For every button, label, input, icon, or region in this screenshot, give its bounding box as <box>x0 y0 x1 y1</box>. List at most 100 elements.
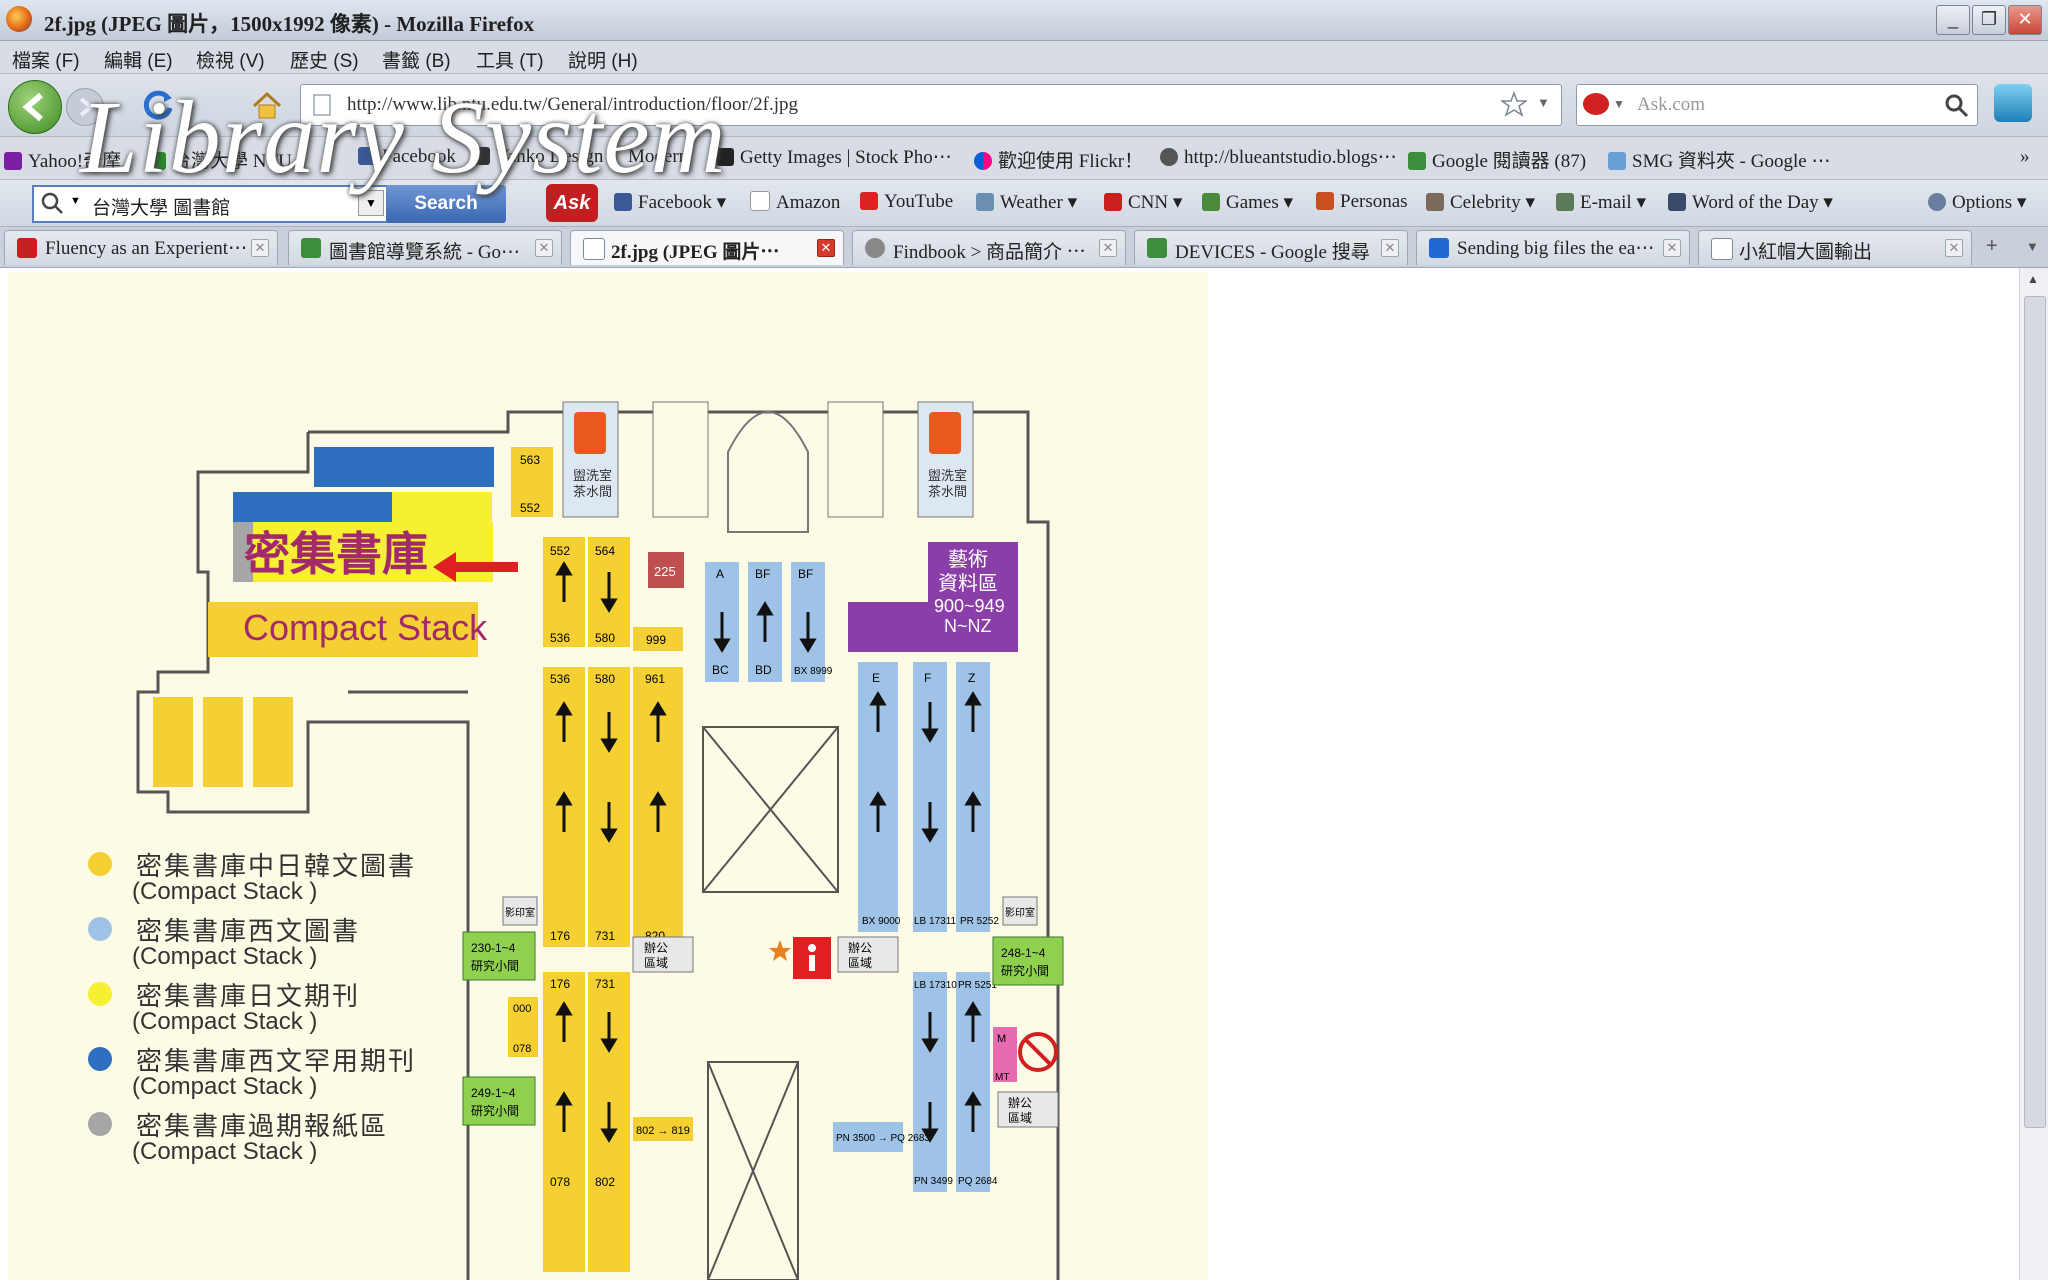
toolbar-options[interactable]: Options ▾ <box>1928 191 2026 214</box>
tab-close-icon[interactable]: ✕ <box>251 239 269 257</box>
tab-close-icon[interactable]: ✕ <box>1099 239 1117 257</box>
toolbar-email[interactable]: E-mail ▾ <box>1556 191 1646 214</box>
bookmark-item[interactable]: 台灣大學 NTU <box>148 146 292 173</box>
menu-view[interactable]: 檢視 (V) <box>196 51 265 72</box>
forward-arrow-icon <box>79 97 95 117</box>
pantry-label: 茶水間 <box>928 484 967 499</box>
minimize-button[interactable]: _ <box>1936 5 1970 35</box>
reload-icon[interactable] <box>142 88 176 122</box>
office-label: 區域 <box>848 956 872 970</box>
study-room-label: 249-1~4 <box>471 1086 516 1100</box>
menu-history[interactable]: 歷史 (S) <box>290 51 359 72</box>
star-bookmark-icon[interactable] <box>1501 91 1527 117</box>
query-history-icon[interactable]: ▼ <box>358 190 384 216</box>
shelf-label: BF <box>755 567 770 581</box>
bookmark-item[interactable]: Google 閱讀器 (87) <box>1408 146 1586 173</box>
tab[interactable]: Sending big files the ea⋯ ✕ <box>1416 230 1690 265</box>
toolbar-youtube[interactable]: YouTube <box>860 191 953 213</box>
toolbar-personas[interactable]: Personas <box>1316 191 1408 213</box>
maximize-button[interactable]: ❐ <box>1972 5 2006 35</box>
personas-icon <box>1316 192 1334 210</box>
tab[interactable]: DEVICES - Google 搜尋 ✕ <box>1134 230 1408 265</box>
tab-active[interactable]: 2f.jpg (JPEG 圖片⋯ ✕ <box>570 230 844 265</box>
url-dropdown-icon[interactable]: ▼ <box>1537 95 1550 110</box>
shelf-label: 580 <box>595 672 615 686</box>
home-icon[interactable] <box>250 88 284 122</box>
getty-icon <box>716 148 734 166</box>
url-bar[interactable]: http://www.lib.ntu.edu.tw/General/introd… <box>300 84 1562 126</box>
copy-room-label: 影印室 <box>1005 906 1035 919</box>
toolbar-word-of-day[interactable]: Word of the Day ▾ <box>1668 191 1833 214</box>
search-placeholder: Ask.com <box>1637 94 1706 115</box>
menu-help[interactable]: 說明 (H) <box>568 51 638 72</box>
tab[interactable]: Findbook > 商品簡介 ⋯ ✕ <box>852 230 1126 265</box>
no-entry-icon <box>1018 1032 1058 1072</box>
shelf-label: M <box>997 1033 1006 1045</box>
engine-dropdown-icon[interactable]: ▼ <box>1613 97 1625 111</box>
vertical-scrollbar[interactable]: ▲ <box>2019 268 2048 1280</box>
tab-list-icon[interactable]: ▼ <box>2026 239 2039 254</box>
forward-button[interactable] <box>66 88 104 126</box>
search-box[interactable]: ▼ Ask.com <box>1576 84 1978 126</box>
bookmark-item[interactable]: Yahoo!奇摩 <box>4 146 121 173</box>
shelf-label: Z <box>968 671 975 685</box>
search-button[interactable]: Search <box>386 185 506 223</box>
toolbar-cnn[interactable]: CNN ▾ <box>1104 191 1182 214</box>
tab-close-icon[interactable]: ✕ <box>1663 239 1681 257</box>
tab-close-icon[interactable]: ✕ <box>817 239 835 257</box>
tab-label: 圖書館導覽系統 - Go⋯ <box>329 242 521 263</box>
menu-tools[interactable]: 工具 (T) <box>476 51 544 72</box>
close-button[interactable]: ✕ <box>2008 5 2042 35</box>
office-label: 區域 <box>1008 1111 1032 1125</box>
toolbar-games[interactable]: Games ▾ <box>1202 191 1293 214</box>
back-button[interactable] <box>8 80 62 134</box>
ask-logo-icon[interactable]: Ask <box>546 184 598 222</box>
bookmarks-overflow-icon[interactable]: » <box>2020 146 2030 167</box>
tab[interactable]: Fluency as an Experient⋯ ✕ <box>4 230 278 265</box>
shelf-label: 078 <box>550 1175 570 1189</box>
tab[interactable]: 小紅帽大圖輸出 ✕ <box>1698 230 1972 265</box>
tab-label: Sending big files the ea⋯ <box>1457 238 1655 259</box>
ask-search-input[interactable]: ▼ 台灣大學 圖書館 ▼ <box>32 185 388 223</box>
menu-edit[interactable]: 編輯 (E) <box>104 51 173 72</box>
tab[interactable]: 圖書館導覽系統 - Go⋯ ✕ <box>288 230 562 265</box>
tab-close-icon[interactable]: ✕ <box>535 239 553 257</box>
ask-logo-icon <box>1583 93 1609 115</box>
tab-close-icon[interactable]: ✕ <box>1945 239 1963 257</box>
legend-swatch <box>88 1047 112 1071</box>
tab-favicon <box>1429 238 1449 258</box>
yanko-icon <box>472 147 490 165</box>
scrollbar-thumb[interactable] <box>2024 296 2046 1128</box>
star-icon <box>769 940 791 961</box>
legend-label: 密集書庫中日韓文圖書 <box>136 851 417 881</box>
tab-close-icon[interactable]: ✕ <box>1381 239 1399 257</box>
title-bar: 2f.jpg (JPEG 圖片，1500x1992 像素) - Mozilla … <box>0 0 2048 41</box>
scroll-up-icon[interactable]: ▲ <box>2027 272 2039 286</box>
menu-bookmarks[interactable]: 書籤 (B) <box>382 51 451 72</box>
bookmark-item[interactable]: 歡迎使用 Flickr！ <box>974 146 1143 173</box>
bookmark-item[interactable]: Facebook <box>358 146 456 168</box>
menu-file[interactable]: 檔案 (F) <box>12 51 80 72</box>
page-content: 密集書庫 Compact Stack 盥洗室 茶水間 盥洗室 茶水間 <box>0 268 2048 1280</box>
search-icon[interactable] <box>1943 92 1969 118</box>
toolbar-celebrity[interactable]: Celebrity ▾ <box>1426 191 1535 214</box>
new-tab-icon[interactable]: + <box>1986 235 1998 257</box>
toolbar-amazon[interactable]: Amazon <box>750 191 840 214</box>
shelf-label: BF <box>798 567 813 581</box>
addon-icon[interactable] <box>1994 84 2032 122</box>
shelf-label: 961 <box>645 672 665 686</box>
bookmark-item[interactable]: Modern <box>628 146 689 167</box>
bookmark-item[interactable]: Getty Images | Stock Pho⋯ <box>716 146 952 169</box>
search-dropdown-icon[interactable]: ▼ <box>70 195 81 207</box>
arrow-icon <box>433 552 518 582</box>
bookmark-item[interactable]: Yanko Design <box>472 146 603 168</box>
legend-label-en: (Compact Stack ) <box>132 1008 318 1035</box>
tab-favicon <box>301 238 321 258</box>
compact-stack-zh: 密集書庫 <box>244 528 428 580</box>
bookmark-item[interactable]: http://blueantstudio.blogs⋯ <box>1160 146 1397 169</box>
stacks-yellow-top: 563 552 552 536 564 580 999 225 <box>511 447 684 651</box>
bookmark-item[interactable]: SMG 資料夾 - Google ⋯ <box>1608 146 1830 173</box>
tab-label: Fluency as an Experient⋯ <box>45 238 248 259</box>
toolbar-weather[interactable]: Weather ▾ <box>976 191 1077 214</box>
toolbar-facebook[interactable]: Facebook ▾ <box>614 191 726 214</box>
